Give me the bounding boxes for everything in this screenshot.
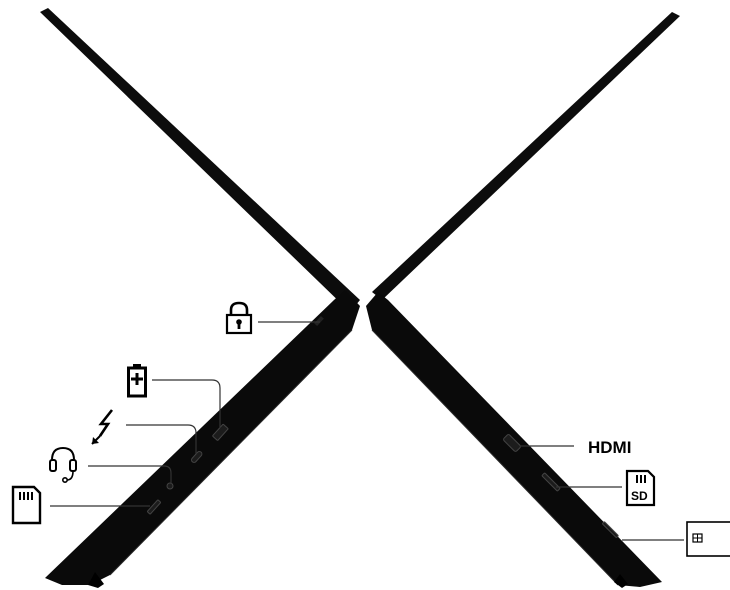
left-laptop: [40, 8, 360, 588]
battery-callout-line: [152, 379, 221, 428]
headset-icon: [49, 446, 77, 483]
left-laptop-base: [45, 290, 360, 585]
lightning-icon: [91, 409, 114, 445]
headset-callout-line: [88, 465, 172, 484]
card-reader-slot: [147, 499, 161, 515]
sd-card-slot: [541, 472, 561, 492]
lightning-callout-line: [126, 424, 197, 454]
left-base-edge: [109, 329, 353, 576]
smart-card-icon: [686, 521, 730, 557]
right-laptop: [366, 12, 680, 588]
audio-jack-port: [166, 482, 174, 490]
smart-card-slot: [602, 521, 619, 538]
sd-card-label: SD: [631, 489, 648, 503]
left-foot: [88, 572, 104, 588]
hdmi-port: [503, 434, 521, 452]
left-lock-slot-mark: [314, 315, 324, 327]
left-laptop-screen: [40, 8, 360, 312]
lock-icon: [225, 301, 253, 335]
right-foot: [614, 574, 628, 588]
usb-a-port: [212, 423, 229, 441]
right-laptop-screen: [372, 12, 680, 300]
sd-card-icon: SD: [625, 469, 656, 507]
hdmi-label: HDMI: [588, 438, 631, 457]
right-base-edge: [371, 329, 619, 586]
memory-card-icon: [11, 485, 42, 525]
usb-c-port: [191, 450, 203, 463]
callout-lines: [50, 321, 684, 541]
battery-icon: [127, 364, 147, 398]
